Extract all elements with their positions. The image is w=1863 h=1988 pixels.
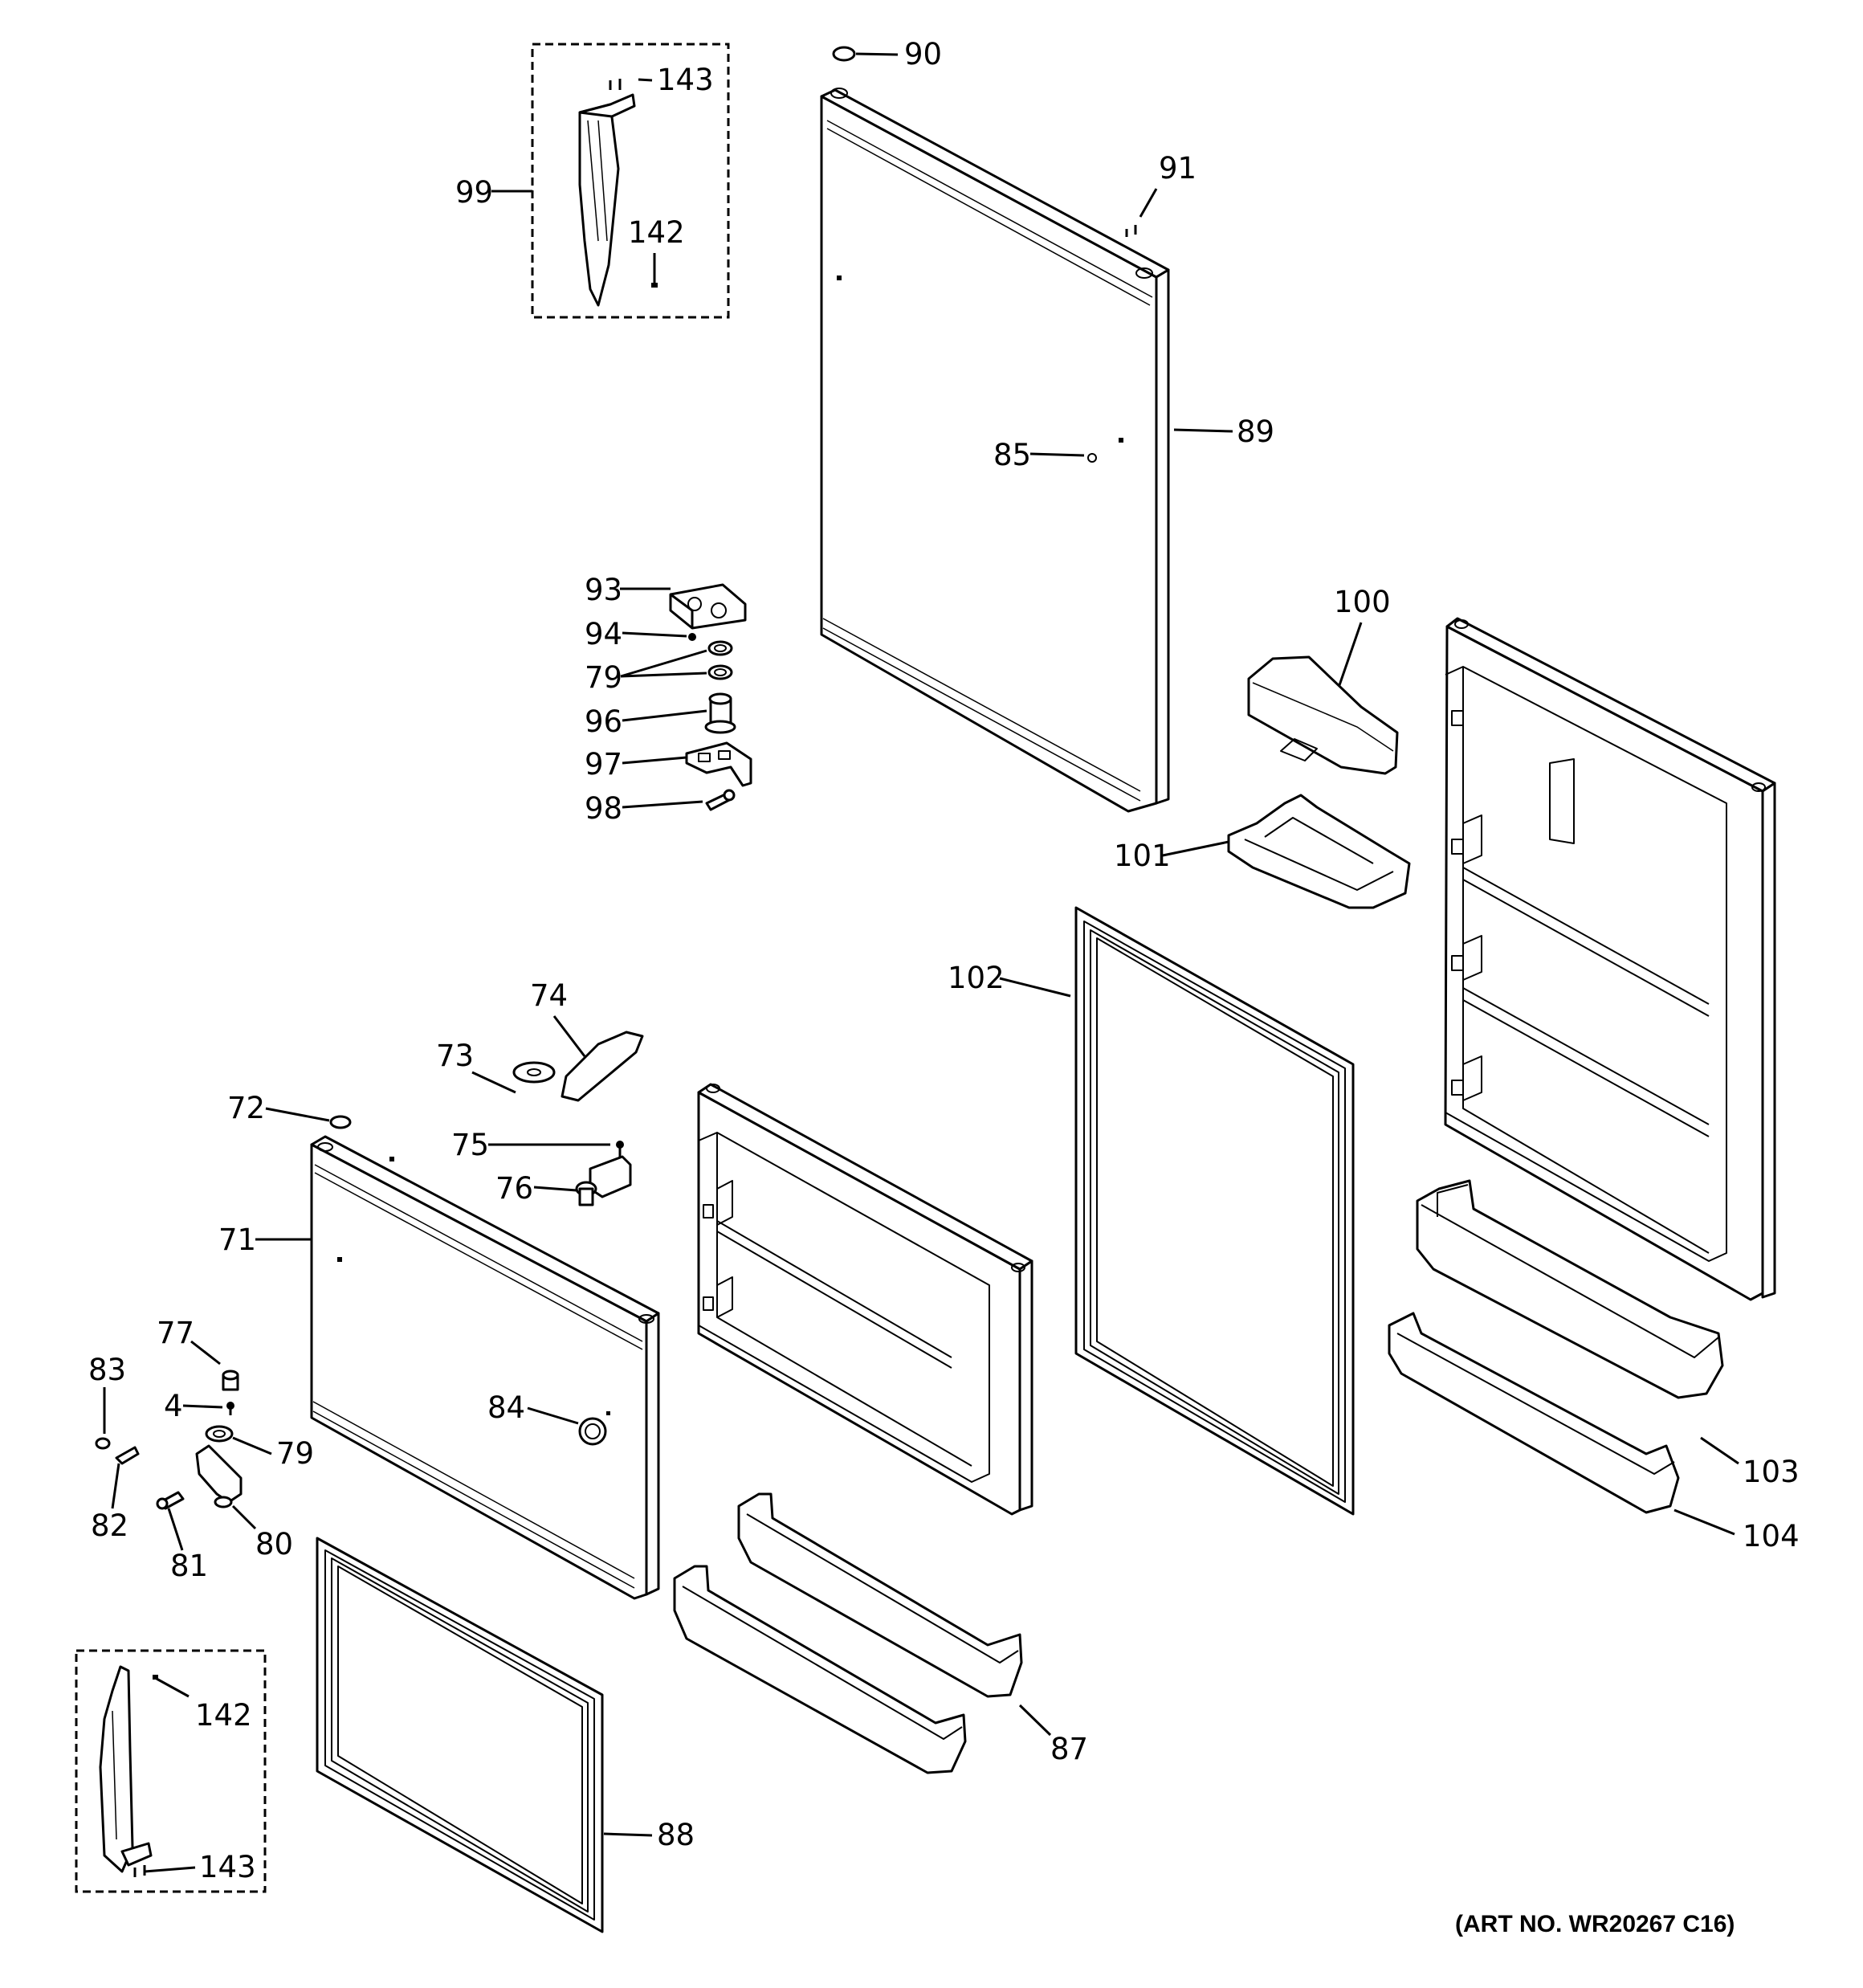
upper-hinge-parts	[669, 583, 752, 811]
callout-85: 85	[993, 438, 1031, 472]
callout-104: 104	[1743, 1519, 1800, 1553]
fresh-food-gasket	[1074, 906, 1355, 1516]
lower-handle-kit	[75, 1649, 267, 1893]
callout-79-upper: 79	[585, 660, 622, 695]
callout-87: 87	[1050, 1732, 1088, 1766]
callout-82: 82	[91, 1508, 128, 1543]
callout-142-upper: 142	[628, 215, 685, 250]
callout-84: 84	[487, 1390, 525, 1425]
callout-72: 72	[227, 1091, 265, 1125]
callout-80: 80	[255, 1527, 293, 1561]
freezer-gasket	[316, 1537, 604, 1933]
fresh-food-door	[820, 46, 1170, 813]
dairy-bin-parts	[1227, 655, 1411, 909]
callout-75: 75	[451, 1128, 489, 1162]
freezer-door	[310, 1135, 660, 1600]
art-number: (ART NO. WR20267 C16)	[1455, 1911, 1735, 1937]
fresh-food-door-liner	[1444, 617, 1776, 1301]
freezer-top-hinge-parts	[329, 1031, 644, 1206]
callout-143-lower: 143	[199, 1850, 256, 1884]
callout-143-upper: 143	[657, 63, 714, 97]
callout-74: 74	[530, 978, 568, 1013]
callout-94: 94	[585, 617, 622, 651]
callout-99: 99	[455, 175, 493, 210]
callout-142-lower: 142	[195, 1698, 252, 1733]
freezer-bottom-hinge-parts	[95, 1370, 243, 1510]
callout-96: 96	[585, 704, 622, 739]
callout-93: 93	[585, 573, 622, 607]
callout-83: 83	[88, 1353, 126, 1387]
callout-90: 90	[904, 37, 942, 71]
callout-81: 81	[170, 1549, 208, 1583]
callout-89: 89	[1237, 414, 1274, 449]
upper-handle-kit	[531, 43, 730, 319]
leader-lines	[103, 52, 1739, 1873]
callout-100: 100	[1334, 585, 1391, 619]
callout-71: 71	[218, 1223, 256, 1257]
callout-73: 73	[436, 1039, 474, 1073]
callout-97: 97	[585, 747, 622, 782]
callout-4: 4	[164, 1389, 183, 1423]
callout-76: 76	[495, 1171, 533, 1206]
fresh-food-door-bins	[1388, 1179, 1724, 1514]
callout-77: 77	[157, 1316, 194, 1350]
callout-labels: 90 143 99 91 142 89 85 93 94 79 96 97 98…	[88, 37, 1800, 1937]
freezer-door-liner	[697, 1083, 1033, 1516]
callout-103: 103	[1743, 1455, 1800, 1489]
freezer-door-bins	[673, 1492, 1023, 1774]
callout-79-lower: 79	[276, 1436, 314, 1471]
callout-88: 88	[657, 1818, 695, 1852]
callout-91: 91	[1159, 151, 1196, 186]
callout-98: 98	[585, 791, 622, 826]
callout-102: 102	[948, 961, 1005, 995]
callout-101: 101	[1114, 839, 1171, 873]
